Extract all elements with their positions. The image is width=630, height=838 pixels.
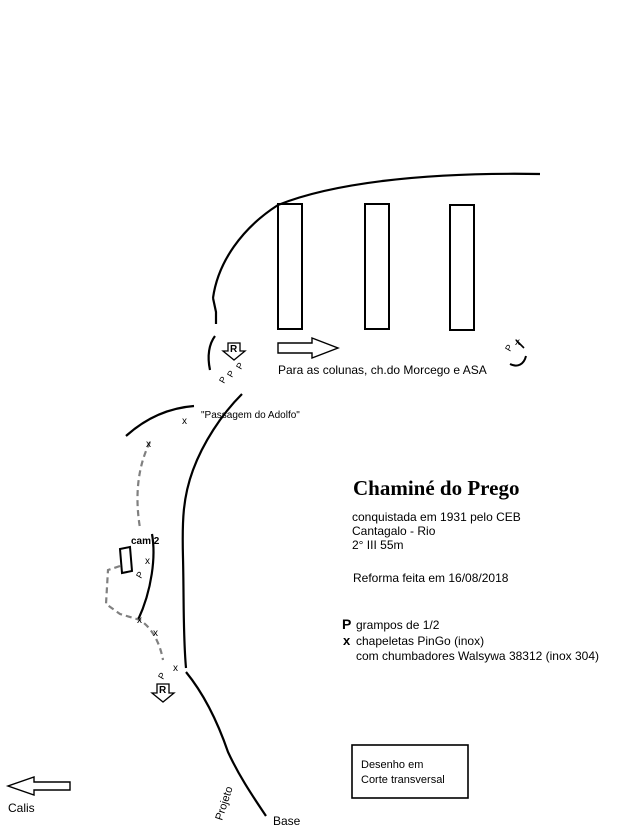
rappel-label-bottom: R	[159, 685, 167, 696]
calis-label: Calis	[8, 801, 35, 815]
passage-label: "Passagem do Adolfo"	[201, 410, 300, 421]
info-line-4: Reforma feita em 16/08/2018	[353, 571, 509, 585]
note-box-line-1: Desenho em	[361, 759, 423, 771]
info-line-3: 2° III 55m	[352, 538, 404, 552]
arrow-left-to-calis	[5, 776, 71, 796]
rock-ledge-right-top	[515, 339, 525, 349]
cam-2-belay	[118, 545, 134, 575]
rock-outline-chimney-top	[207, 335, 216, 371]
arrow-right-to-columns	[277, 336, 340, 360]
bolt-p-marker: P	[234, 361, 246, 371]
legend-x-text: chapeletas PinGo (inox)	[356, 634, 484, 648]
rock-outline-left-edge	[137, 533, 155, 621]
legend-x-text-2: com chumbadores Walsywa 38312 (inox 304)	[356, 649, 599, 663]
bolt-x-marker: x	[146, 439, 151, 450]
bolt-x-marker: x	[182, 416, 187, 427]
note-box	[351, 744, 469, 799]
column-1	[277, 203, 303, 330]
rock-outline-chimney-wall	[181, 393, 243, 669]
legend-x-symbol: x	[343, 633, 351, 648]
rock-ledge-right	[509, 355, 527, 367]
projeto-label: Projeto	[213, 785, 235, 822]
rock-outline-passage-lip	[125, 404, 195, 437]
base-label: Base	[273, 814, 301, 828]
to-columns-label: Para as colunas, ch.do Morcego e ASA	[278, 363, 487, 377]
rappel-label-top: R	[230, 344, 238, 355]
note-box-line-2: Corte transversal	[361, 774, 445, 786]
route-title: Chaminé do Prego	[353, 476, 519, 500]
rock-outline-upper	[211, 172, 541, 299]
bolt-x-marker: x	[137, 615, 142, 626]
bolt-p-marker: P	[134, 570, 146, 580]
legend-p-text: grampos de 1/2	[356, 618, 440, 632]
route-line	[104, 441, 165, 661]
bolt-p-marker: P	[225, 369, 237, 379]
bolt-p-marker: P	[217, 375, 229, 385]
bolt-p-marker: P	[156, 671, 168, 681]
bolt-p-marker: P	[503, 343, 515, 353]
legend-p-symbol: P	[342, 616, 351, 632]
rock-outline-lower-face	[185, 671, 267, 817]
bolt-x-marker: x	[515, 337, 520, 348]
cam-2-label: cam 2	[131, 536, 160, 547]
rappel-marker-top: R	[221, 342, 247, 361]
bolt-x-marker: x	[153, 628, 158, 639]
column-3	[449, 204, 475, 331]
bolt-x-marker: x	[145, 556, 150, 567]
rock-outline-upper-step	[211, 297, 218, 324]
column-2	[364, 203, 390, 330]
bolt-x-marker: x	[173, 663, 178, 674]
info-line-1: conquistada em 1931 pelo CEB	[352, 510, 521, 524]
rappel-marker-bottom: R	[150, 683, 176, 703]
info-line-2: Cantagalo - Rio	[352, 524, 436, 538]
